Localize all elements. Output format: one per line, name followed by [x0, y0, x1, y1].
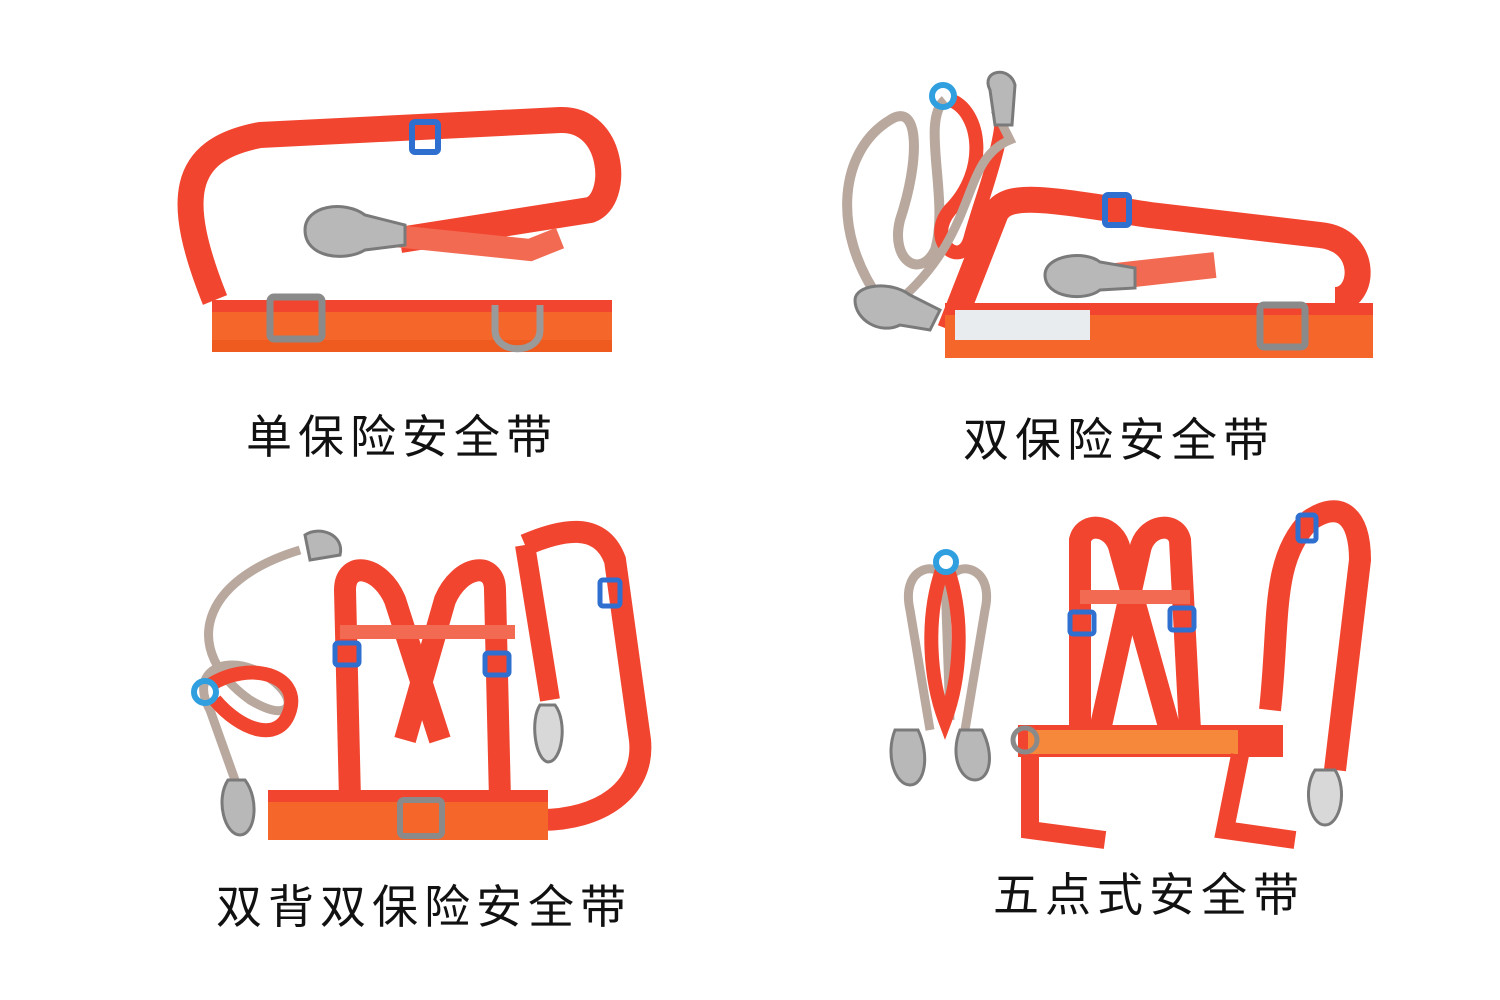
snap-hook-icon: [954, 728, 991, 782]
d-ring-icon: [491, 305, 544, 353]
snap-hook-icon: [986, 70, 1017, 127]
snap-hook-icon: [889, 728, 927, 787]
single-belt-image: [177, 107, 622, 353]
snap-hook-icon: [1043, 254, 1137, 299]
caption-double-belt: 双保险安全带: [963, 413, 1275, 467]
blue-slider-icon: [1102, 192, 1132, 228]
d-ring-icon: [1010, 725, 1040, 755]
double-belt-image: [842, 70, 1373, 358]
blue-slider-icon: [1167, 605, 1197, 633]
caption-single-belt: 单保险安全带: [246, 410, 558, 464]
blue-slider-icon: [1295, 512, 1319, 544]
belt-buckle-icon: [1256, 301, 1309, 351]
double-back-harness-image: [191, 520, 652, 840]
product-double-belt: [750, 0, 1500, 400]
belt-buckle-icon: [397, 797, 445, 839]
blue-slider-icon: [1067, 609, 1097, 637]
blue-slider-icon: [332, 640, 362, 668]
snap-hook-icon: [220, 778, 256, 837]
caption-double-back-harness: 双背双保险安全带: [216, 880, 632, 934]
blue-slider-icon: [409, 119, 441, 155]
five-point-harness-image: [889, 500, 1372, 849]
blue-slider-icon: [482, 650, 512, 678]
ring-icon: [929, 82, 957, 110]
product-single-belt: [0, 0, 750, 400]
caption-five-point-harness: 五点式安全带: [993, 868, 1305, 922]
snap-hook-icon: [533, 703, 564, 764]
belt-buckle-icon: [266, 293, 326, 343]
snap-hook-icon: [853, 284, 943, 332]
label-tag: [955, 310, 1090, 340]
product-double-back-harness: [0, 500, 750, 860]
blue-slider-icon: [597, 577, 623, 609]
snap-hook-icon: [303, 205, 407, 258]
snap-hook-icon: [1306, 768, 1344, 827]
ring-icon: [191, 678, 219, 706]
ring-icon: [933, 549, 959, 575]
product-five-point-harness: [750, 500, 1500, 860]
snap-hook-icon: [303, 529, 343, 562]
